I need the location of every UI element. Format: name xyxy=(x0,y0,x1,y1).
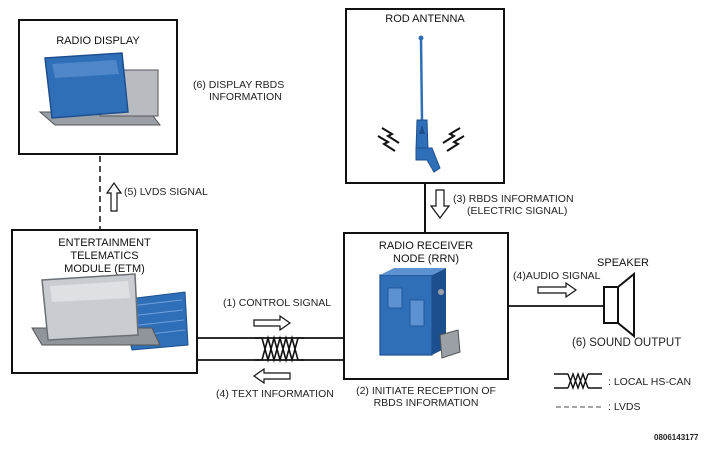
rod-antenna-title: ROD ANTENNA xyxy=(385,13,465,25)
sound-output-label: (6) SOUND OUTPUT xyxy=(572,337,682,349)
rod-antenna-device-icon xyxy=(377,35,465,173)
rbds-information-line-1: (3) RBDS INFORMATION xyxy=(453,193,574,205)
radio-display-device-icon xyxy=(38,52,162,126)
etm-title: ENTERTAINMENT TELEMATICS MODULE (ETM) xyxy=(11,237,198,276)
initiate-reception-line-2: RBDS INFORMATION xyxy=(373,397,479,409)
lvds-signal-label: (5) LVDS SIGNAL xyxy=(124,186,208,198)
text-information-arrow xyxy=(252,367,291,385)
hs-can-twist xyxy=(255,334,304,364)
display-rbds-line-2: INFORMATION xyxy=(209,91,282,103)
display-rbds-label: (6) DISPLAY RBDS INFORMATION xyxy=(193,79,284,103)
rbds-arrow-down xyxy=(429,189,451,219)
legend-hs-can-label: : LOCAL HS-CAN xyxy=(608,376,692,388)
legend-hs-can-symbol xyxy=(554,371,602,391)
figure-id: 0806143177 xyxy=(654,433,699,442)
text-information-label: (4) TEXT INFORMATION xyxy=(216,388,334,400)
etm-device-icon xyxy=(31,273,189,351)
speaker-icon xyxy=(603,271,635,339)
rrn-title: RADIO RECEIVER NODE (RRN) xyxy=(343,240,509,266)
etm-title-line-3: MODULE (ETM) xyxy=(64,263,145,275)
speaker-title: SPEAKER xyxy=(597,257,649,269)
display-rbds-line-1: (6) DISPLAY RBDS xyxy=(193,79,285,91)
rrn-title-line-1: RADIO RECEIVER xyxy=(378,240,474,252)
rbds-information-line-2: (ELECTRIC SIGNAL) xyxy=(467,205,568,217)
control-signal-label: (1) CONTROL SIGNAL xyxy=(223,297,332,309)
rrn-device-icon xyxy=(379,268,461,359)
rbds-information-label: (3) RBDS INFORMATION (ELECTRIC SIGNAL) xyxy=(453,193,574,217)
audio-signal-label: (4)AUDIO SIGNAL xyxy=(513,270,601,282)
radio-display-title: RADIO DISPLAY xyxy=(56,35,140,47)
initiate-reception-line-1: (2) INITIATE RECEPTION OF xyxy=(356,385,496,397)
rrn-title-line-2: NODE (RRN) xyxy=(393,253,459,265)
audio-signal-arrow xyxy=(537,281,578,299)
control-signal-arrow xyxy=(253,314,292,332)
legend-lvds-label: : LVDS xyxy=(608,401,641,413)
initiate-reception-label: (2) INITIATE RECEPTION OF RBDS INFORMATI… xyxy=(343,385,509,409)
etm-title-line-2: TELEMATICS xyxy=(70,250,139,262)
etm-title-line-1: ENTERTAINMENT xyxy=(58,237,151,249)
lvds-arrow-up xyxy=(105,181,123,212)
